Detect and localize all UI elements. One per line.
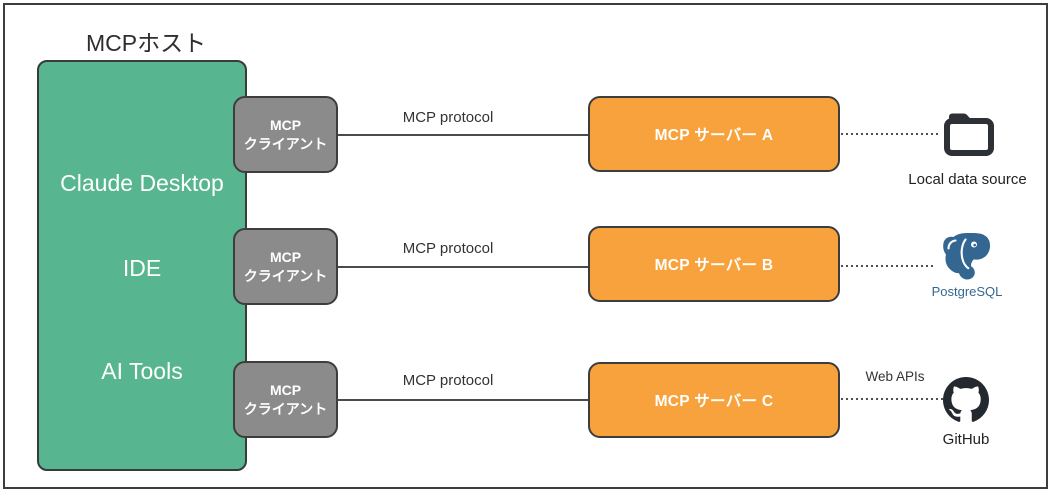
mcp-host-box [37,60,247,471]
mcp-client-box-3: MCP クライアント [233,361,338,438]
postgresql-label: PostgreSQL [931,284,1003,299]
github-label: GitHub [942,431,990,448]
mcp-client-label-line1: MCP [269,117,302,134]
host-app-claude-desktop: Claude Desktop [60,170,224,196]
mcp-client-box-2: MCP クライアント [233,228,338,305]
mcp-client-label-line2: クライアント [243,400,328,417]
mcp-client-label-line1: MCP [269,249,302,266]
mcp-client-label-line2: クライアント [243,135,328,152]
mcp-server-c-label: MCP サーバー C [654,393,774,410]
protocol-label-row3: MCP protocol [402,372,494,389]
mcp-server-c-box: MCP サーバー C [588,362,840,438]
host-app-ide: IDE [122,255,162,281]
connector-serverC-github [841,398,943,400]
host-app-ai-tools: AI Tools [101,358,183,384]
connector-client2-serverB [338,266,588,268]
mcp-server-a-box: MCP サーバー A [588,96,840,172]
host-group-title: MCPホスト [86,30,207,56]
mcp-client-label-line1: MCP [269,382,302,399]
web-apis-label: Web APIs [865,369,925,384]
connector-serverA-localdata [841,133,938,135]
postgresql-logo-icon [943,232,991,280]
mcp-server-b-label: MCP サーバー B [654,257,774,274]
connector-client3-serverC [338,399,588,401]
protocol-label-row1: MCP protocol [402,109,494,126]
connector-serverB-postgresql [841,265,936,267]
diagram-border [3,3,1048,489]
folder-icon [944,113,994,156]
mcp-client-box-1: MCP クライアント [233,96,338,173]
connector-client1-serverA [338,134,588,136]
mcp-server-a-label: MCP サーバー A [654,127,774,144]
github-logo-icon [943,377,989,422]
mcp-client-label-line2: クライアント [243,267,328,284]
protocol-label-row2: MCP protocol [402,240,494,257]
local-data-source-label: Local data source [908,171,1027,188]
mcp-server-b-box: MCP サーバー B [588,226,840,302]
